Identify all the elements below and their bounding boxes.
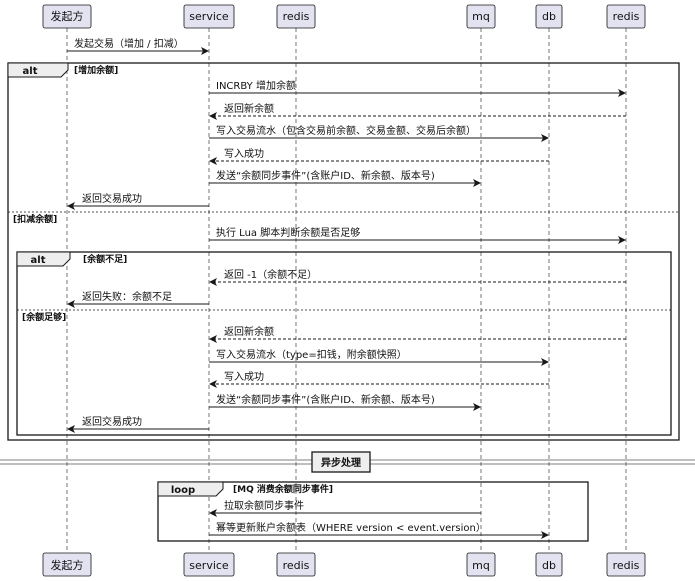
participant-initiator-label: 发起方 [51, 558, 84, 572]
participant-box [42, 552, 92, 577]
participant-redis-2-label: redis [613, 559, 640, 572]
outer-alt-frame: alt [增加余额] [扣减余额] [7, 62, 680, 441]
frame-guard: [扣减余额] [13, 213, 57, 225]
message-label: 返回新余额 [224, 325, 274, 338]
message-label: 发送“余额同步事件”(含账户ID、新余额、版本号) [216, 169, 435, 182]
divider-label: 异步处理 [321, 456, 361, 469]
message-label: 写入成功 [224, 148, 264, 160]
frame-border [16, 251, 672, 436]
participant-box [466, 552, 496, 577]
participant-box [606, 4, 646, 29]
message-label: 写入成功 [224, 371, 264, 383]
message-label: 写入交易流水（包含交易前余额、交易金额、交易后余额） [216, 124, 476, 137]
frame-guard: [增加余额] [74, 64, 118, 76]
participant-box [606, 552, 646, 577]
participant-mq-label: mq [472, 559, 490, 572]
participant-box [535, 4, 563, 29]
message-label: 幂等更新账户余额表（WHERE version < event.version） [216, 521, 486, 534]
async-divider: 异步处理 [0, 451, 695, 473]
frame-border [157, 481, 589, 542]
participant-service-label: service [189, 10, 229, 23]
message-label: 返回交易成功 [82, 192, 142, 205]
participant-redis-2-label: redis [613, 10, 640, 23]
message-label: 返回交易成功 [82, 415, 142, 428]
lifelines [66, 28, 627, 553]
participant-mq-label: mq [472, 10, 490, 23]
participant-redis-1-label: redis [283, 10, 310, 23]
frame-tab [16, 251, 71, 267]
participants-bottom: 发起方 service redis mq db redis [42, 552, 646, 577]
participant-db-label: db [542, 559, 556, 572]
message-label: 发送“余额同步事件”(含账户ID、新余额、版本号) [216, 393, 435, 406]
divider-box [311, 451, 371, 473]
participant-initiator-label: 发起方 [51, 9, 84, 23]
frame-guard: [MQ 消费余额同步事件] [233, 483, 333, 495]
message-label: 写入交易流水（type=扣钱，附余额快照） [216, 348, 407, 361]
participant-redis-1-label: redis [283, 559, 310, 572]
participant-box [535, 552, 563, 577]
inner-alt-frame: alt [余额不足] [余额足够] [16, 251, 672, 436]
participant-box [42, 4, 92, 29]
message-label: 拉取余额同步事件 [224, 499, 304, 512]
loop-frame: loop [MQ 消费余额同步事件] [157, 481, 589, 542]
frame-guard: [余额足够] [22, 311, 66, 323]
participants-top: 发起方 service redis mq db redis [42, 4, 646, 29]
participant-box [276, 552, 316, 577]
frame-tab [7, 62, 69, 78]
frame-tab-label: loop [171, 485, 195, 496]
message-label: INCRBY 增加余额 [216, 79, 296, 92]
participant-box [276, 4, 316, 29]
participant-box [183, 4, 235, 29]
frame-tab [157, 481, 224, 497]
frame-guard: [余额不足] [83, 253, 127, 265]
messages: 发起交易（增加 / 扣减） INCRBY 增加余额 返回新余额 写入交易流水（包… [67, 37, 626, 539]
message-label: 返回 -1（余额不足） [224, 268, 317, 281]
message-label: 执行 Lua 脚本判断余额是否足够 [216, 226, 360, 239]
participant-service-label: service [189, 559, 229, 572]
frame-tab-label: alt [31, 255, 46, 266]
message-label: 返回新余额 [224, 102, 274, 115]
participant-box [466, 4, 496, 29]
frame-tab-label: alt [23, 66, 38, 77]
message-label: 返回失败：余额不足 [82, 290, 172, 303]
participant-box [183, 552, 235, 577]
participant-db-label: db [542, 10, 556, 23]
message-label: 发起交易（增加 / 扣减） [74, 37, 184, 50]
frame-border [7, 62, 680, 441]
